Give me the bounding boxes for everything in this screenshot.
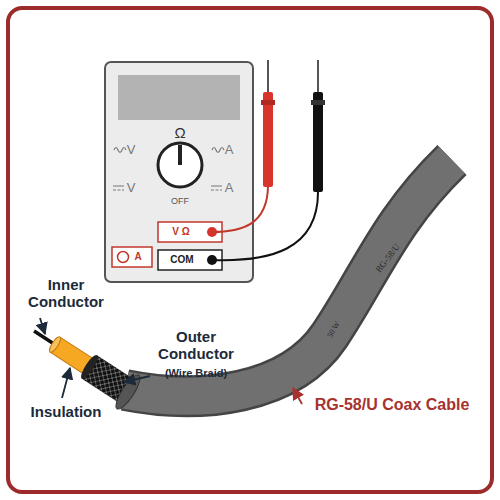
cable-name: RG-58/U Coax Cable — [315, 396, 470, 414]
dc-symbol — [211, 186, 222, 190]
part-name: Inner Conductor — [23, 276, 109, 311]
leader-arrow — [124, 376, 150, 382]
black-lead — [212, 192, 318, 260]
cable-jacket — [125, 160, 452, 396]
part-note: (Wire Braid) — [165, 367, 227, 380]
port-label: COM — [170, 254, 193, 266]
black-probe — [313, 92, 323, 192]
leader-arrow — [40, 318, 45, 334]
dial-mark: V — [127, 143, 136, 158]
port-label: A — [134, 251, 141, 263]
dial-mark: A — [225, 181, 234, 196]
probe-guard — [311, 100, 325, 105]
amp-jack — [118, 252, 129, 263]
ac-symbol — [212, 148, 224, 153]
dial-mark: A — [225, 143, 234, 158]
dial — [158, 143, 202, 187]
insulation-end — [48, 335, 63, 353]
multimeter-body — [105, 62, 253, 282]
probe-tip — [317, 60, 319, 92]
leader-arrow — [293, 388, 302, 404]
frame — [8, 8, 492, 492]
braid-end — [78, 353, 100, 381]
display — [118, 75, 240, 120]
port-label: V Ω — [172, 226, 189, 238]
part-name: Outer Conductor — [151, 328, 241, 363]
cable-jacket-edge — [125, 160, 452, 396]
red-probe — [263, 92, 273, 187]
leader-arrow — [62, 368, 70, 398]
part-name: Insulation — [31, 403, 102, 420]
dial-mark: V — [127, 181, 136, 196]
probe-guard — [261, 100, 275, 105]
dc-symbol — [113, 186, 124, 190]
dial-pointer — [178, 145, 182, 165]
ohm-mark: Ω — [174, 124, 185, 141]
probe-tip — [267, 60, 269, 92]
amp-port — [112, 247, 152, 267]
dial-mark: OFF — [171, 196, 189, 206]
cable-end — [23, 314, 144, 412]
red-lead — [212, 185, 268, 232]
ac-symbol — [114, 148, 126, 153]
